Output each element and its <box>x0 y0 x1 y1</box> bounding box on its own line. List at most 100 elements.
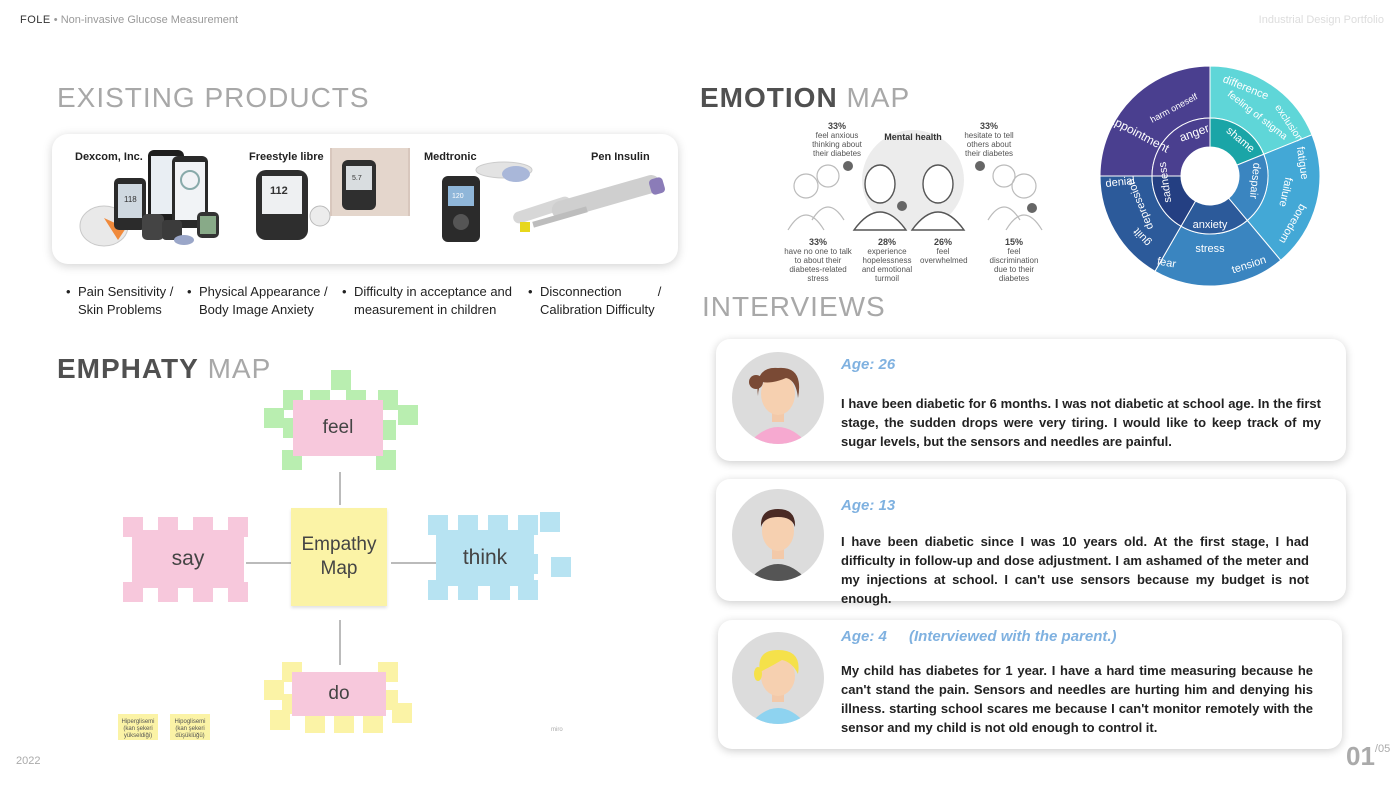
avatar-boy <box>732 489 824 581</box>
page-total: /05 <box>1374 743 1391 755</box>
stat-pct: 33% <box>827 121 846 131</box>
pen-insulin-image <box>513 175 665 232</box>
avatar-woman <box>732 352 824 444</box>
sticky-note <box>305 713 325 733</box>
wheel-segments <box>1099 65 1321 287</box>
wheel-word: anxiety <box>1193 219 1228 231</box>
product-label-libre: Freestyle libre <box>249 151 324 163</box>
problem-item-pain: Pain Sensitivity / Skin Problems <box>66 283 174 319</box>
wheel-word: fear <box>1156 255 1177 270</box>
stat-overwhelmed: 26%feel overwhelmed <box>920 237 968 266</box>
problem-line: measurement in children <box>354 302 497 317</box>
wheel-center <box>1181 147 1239 205</box>
stat-text: hesitate to tell others about their diab… <box>964 131 1014 158</box>
interview-card-2: Age: 13 I have been diabetic since I was… <box>716 479 1346 606</box>
emotion-title-dark: EMOTION <box>700 82 838 113</box>
interview-quote: My child has diabetes for 1 year. I have… <box>841 663 1313 735</box>
problem-item-children: Difficulty in acceptance and measurement… <box>342 283 513 319</box>
empathy-map-title: EMPHATY MAP <box>57 353 271 385</box>
avatar-child <box>732 632 824 724</box>
empathy-title-dark: EMPHATY <box>57 353 199 384</box>
do-note: do <box>292 672 386 716</box>
avatar-boy-icon <box>748 509 808 581</box>
problem-line: Pain Sensitivity / <box>78 284 174 299</box>
interview-card-3: Age: 4 (Interviewed with the parent.) My… <box>718 620 1342 749</box>
empathy-title-light: MAP <box>198 353 272 384</box>
note-line: (kan şekeri <box>123 726 153 732</box>
page-current: 01 <box>1346 741 1375 771</box>
year-label: 2022 <box>16 755 41 767</box>
problem-line: Body Image Anxiety <box>199 302 314 317</box>
wheel-word: despair <box>1247 162 1263 199</box>
mental-health-label: Mental health <box>884 132 942 142</box>
stat-pct: 33% <box>979 121 998 131</box>
header: FOLE • Non-invasive Glucose Measurement <box>20 14 238 26</box>
sticky-note <box>540 512 560 532</box>
note-line: Hipoglisemi <box>174 719 206 725</box>
sticky-note <box>264 408 284 428</box>
freestyle-libre-image: 112 5.7 <box>256 148 410 240</box>
sticky-note <box>398 405 418 425</box>
miro-watermark: miro <box>551 727 563 733</box>
page-number: 01/05 <box>1346 741 1390 772</box>
stat-pct: 15% <box>1004 237 1023 247</box>
stat-text: experience hopelessness and emotional tu… <box>861 247 913 283</box>
wheel-word: stress <box>1195 243 1225 255</box>
brand: FOLE <box>20 14 51 26</box>
sticky-note <box>392 703 412 723</box>
sticky-note <box>551 557 571 577</box>
think-note: think <box>436 530 534 586</box>
product-label-pen-insulin: Pen Insulin <box>591 151 650 163</box>
header-subtitle: Non-invasive Glucose Measurement <box>60 14 239 26</box>
stat-pct: 33% <box>808 237 827 247</box>
problem-line: Difficulty in acceptance and <box>354 284 513 299</box>
portfolio-label: Industrial Design Portfolio <box>1258 14 1384 26</box>
note-line: Hiperglisemi <box>121 719 155 725</box>
sticky-note <box>270 710 290 730</box>
people-illustration <box>787 161 1043 231</box>
interview-age: Age: 26 <box>841 356 896 373</box>
wheel-word: fatigue <box>1294 146 1310 180</box>
hypoglycemia-note: Hipoglisemi (kan şekeri düşüklüğü) <box>170 714 210 740</box>
problem-line: Calibration Difficulty <box>540 302 655 317</box>
sticky-note <box>363 713 383 733</box>
problem-item-appearance: Physical Appearance / Body Image Anxiety <box>187 283 328 319</box>
header-separator: • <box>53 14 58 26</box>
age-value: Age: 4 <box>841 628 887 645</box>
interview-age: Age: 13 <box>841 497 896 514</box>
medtronic-screen-value: 120 <box>452 193 464 200</box>
stat-pct: 26% <box>933 237 952 247</box>
stat-text: feel overwhelmed <box>920 247 968 265</box>
stat-text: feel anxious thinking about their diabet… <box>812 131 862 158</box>
avatar-woman-icon <box>748 367 808 444</box>
stat-hopelessness: 28%experience hopelessness and emotional… <box>855 238 919 284</box>
wheel-word: denial <box>1105 175 1135 190</box>
stat-hesitate: 33%hesitate to tell others about their d… <box>958 121 1020 159</box>
sticky-note <box>331 370 351 390</box>
note-line: (kan şekeri <box>175 726 205 732</box>
emotion-title-light: MAP <box>837 82 911 113</box>
problem-line: Physical Appearance / <box>199 284 328 299</box>
problem-line: Disconnection / <box>540 284 662 299</box>
sticky-note <box>378 390 398 410</box>
product-label-dexcom: Dexcom, Inc. <box>75 151 143 163</box>
stat-no-one: 33%have no one to talk to about their di… <box>782 237 854 284</box>
stat-anxious: 33%feel anxious thinking about their dia… <box>806 121 868 159</box>
medtronic-pump-image: 120 <box>442 161 533 242</box>
wheel-word: sadness <box>1157 161 1175 204</box>
problem-line: Skin Problems <box>78 302 162 317</box>
sticky-note <box>334 713 354 733</box>
empathy-map-center-note: Empathy Map <box>291 508 387 606</box>
interview-quote: I have been diabetic for 6 months. I was… <box>841 396 1321 449</box>
stat-text: feel discrimination due to their diabete… <box>989 247 1039 283</box>
problem-item-calibration: Disconnection / Calibration Difficulty <box>528 283 662 319</box>
sticky-note <box>264 680 284 700</box>
interview-quote: I have been diabetic since I was 10 year… <box>841 534 1309 606</box>
existing-products-title: EXISTING PRODUCTS <box>57 82 370 113</box>
stat-text: have no one to talk to about their diabe… <box>784 247 852 283</box>
note-line: yükseldiği) <box>123 733 153 739</box>
note-line: düşüklüğü) <box>175 733 205 739</box>
libre-screen-value-2: 5.7 <box>352 175 362 182</box>
empathy-connectors <box>246 472 436 665</box>
avatar-child-icon <box>750 650 806 724</box>
